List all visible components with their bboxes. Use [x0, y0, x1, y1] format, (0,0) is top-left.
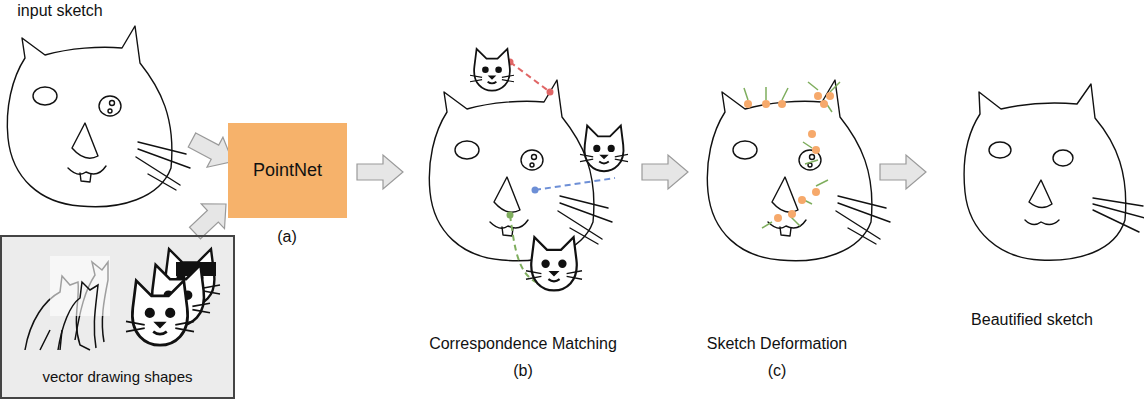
- step-letter: (a): [277, 228, 297, 246]
- stage-label: Beautified sketch: [971, 311, 1093, 329]
- shape-panel: vector drawing shapes: [0, 235, 235, 399]
- input-label: input sketch: [17, 2, 102, 20]
- stage-label: Sketch Deformation: [707, 335, 848, 353]
- process-box: PointNet: [228, 123, 347, 218]
- stage-label: Correspondence Matching: [429, 335, 617, 353]
- block-arrow: [190, 204, 227, 239]
- node-text: vector drawing shapes: [40, 368, 194, 385]
- step-letter: (b): [513, 362, 533, 380]
- step-letter: (c): [768, 362, 787, 380]
- node-text: PointNet: [251, 160, 324, 181]
